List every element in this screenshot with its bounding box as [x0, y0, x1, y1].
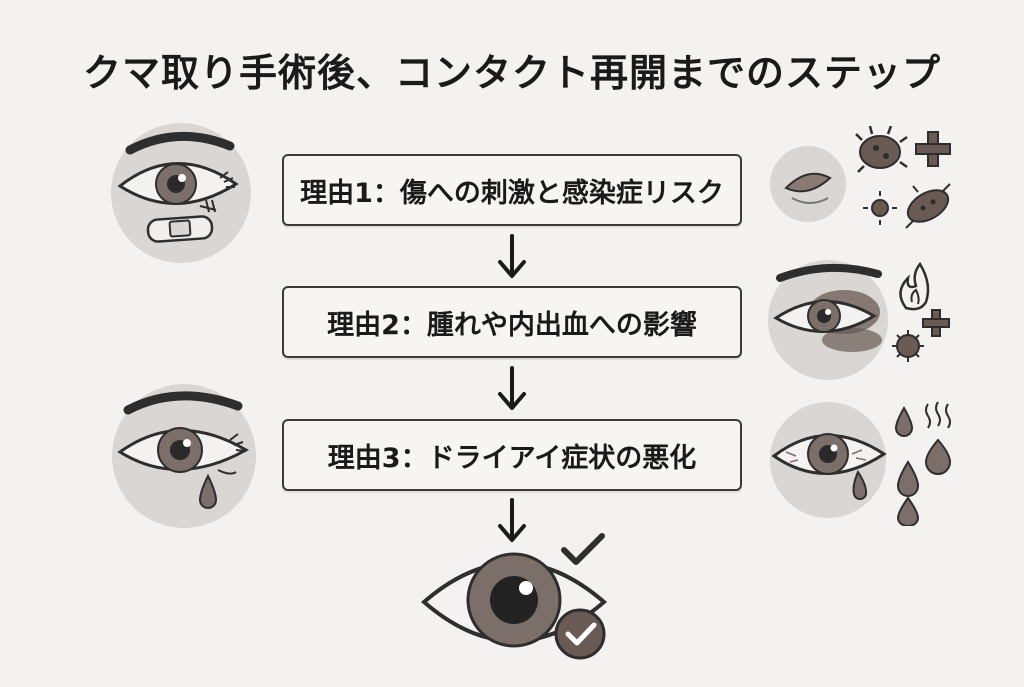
bandaged-eye-icon: [111, 123, 251, 263]
swollen-bruised-eye-icon: [768, 260, 950, 380]
step-2-box: 理由2：腫れや内出血への影響: [282, 286, 742, 358]
dry-red-eye-icon: [770, 401, 952, 526]
arrow-down-icon: [498, 234, 526, 278]
step-3-box: 理由3：ドライアイ症状の悪化: [282, 419, 742, 491]
healthy-eye-check-icon: [420, 533, 608, 660]
arrow-down-icon: [498, 366, 526, 410]
arrow-down-icon: [498, 498, 526, 542]
teary-eye-icon: [112, 384, 256, 528]
step-1-box: 理由1：傷への刺激と感染症リスク: [282, 154, 742, 226]
wound-and-bacteria-icon: [770, 126, 951, 229]
page-title: クマ取り手術後、コンタクト再開までのステップ: [82, 51, 941, 95]
